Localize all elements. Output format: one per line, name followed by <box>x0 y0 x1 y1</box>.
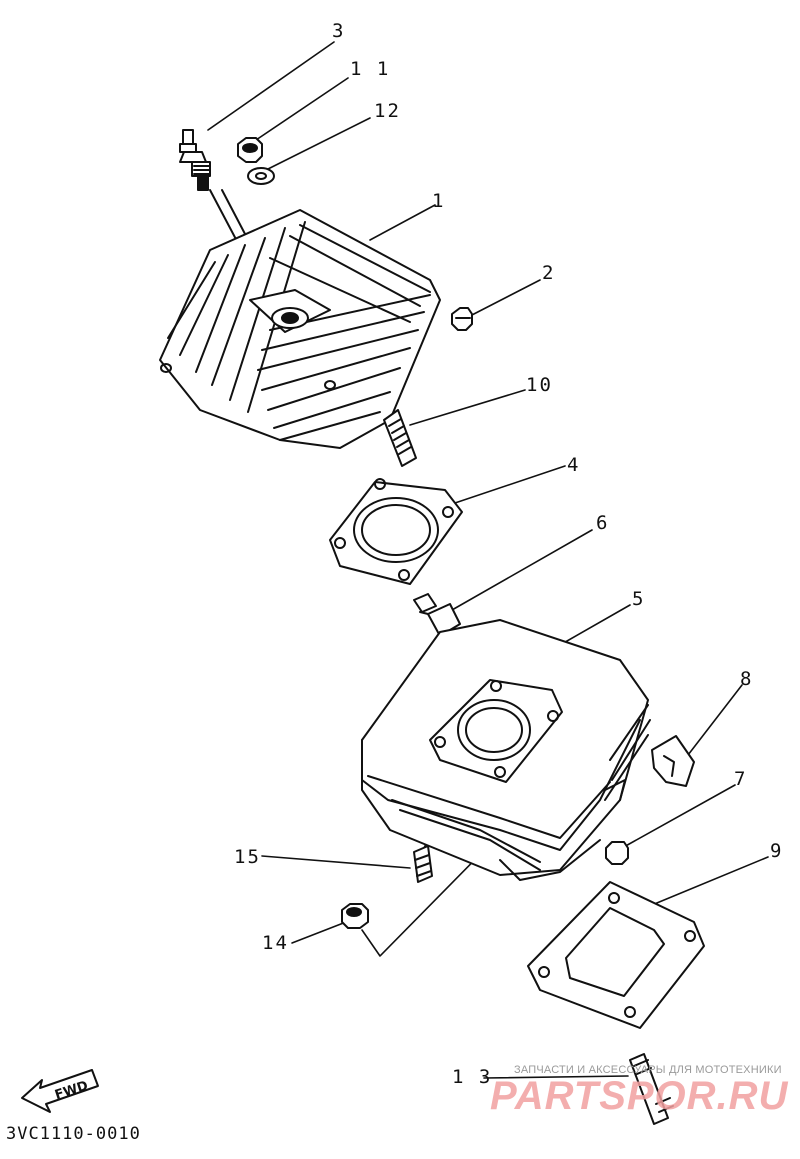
watermark-tagline: ЗАПЧАСТИ И АКСЕССУАРЫ ДЛЯ МОТОТЕХНИКИ <box>514 1064 782 1076</box>
nut <box>237 137 263 163</box>
callout-8: 8 <box>740 668 754 690</box>
damper-block <box>651 735 695 787</box>
callout-11: 1 1 <box>350 58 391 80</box>
callout-12: 12 <box>374 100 401 122</box>
stud-bolt-10 <box>383 409 417 467</box>
stud-bolt-13 <box>629 1053 674 1125</box>
nut-7 <box>605 841 629 865</box>
watermark-brand: PARTSPOR.RU <box>490 1074 789 1118</box>
callout-9: 9 <box>770 840 784 862</box>
callout-15: 15 <box>234 846 261 868</box>
plug <box>451 307 473 331</box>
head-gasket <box>329 478 463 585</box>
leader-lines <box>207 41 769 1079</box>
dowel-pin <box>413 593 461 637</box>
callout-5: 5 <box>632 588 646 610</box>
callout-1: 1 <box>432 190 446 212</box>
callout-7: 7 <box>734 768 748 790</box>
nut-14 <box>341 903 369 929</box>
callout-14: 14 <box>262 932 289 954</box>
callout-10: 10 <box>526 374 553 396</box>
callout-6: 6 <box>596 512 610 534</box>
cylinder <box>361 619 651 881</box>
washer <box>247 167 275 185</box>
callout-3: 3 <box>332 20 346 42</box>
callout-2: 2 <box>542 262 556 284</box>
stud-bolt-15 <box>413 845 433 883</box>
base-gasket <box>527 881 705 1029</box>
callout-13: 1 3 <box>452 1066 493 1088</box>
callout-4: 4 <box>567 454 581 476</box>
fwd-arrow-icon: FWD <box>21 1069 99 1113</box>
cylinder-head <box>159 209 441 449</box>
part-code: 3VC1110-0010 <box>6 1124 141 1144</box>
